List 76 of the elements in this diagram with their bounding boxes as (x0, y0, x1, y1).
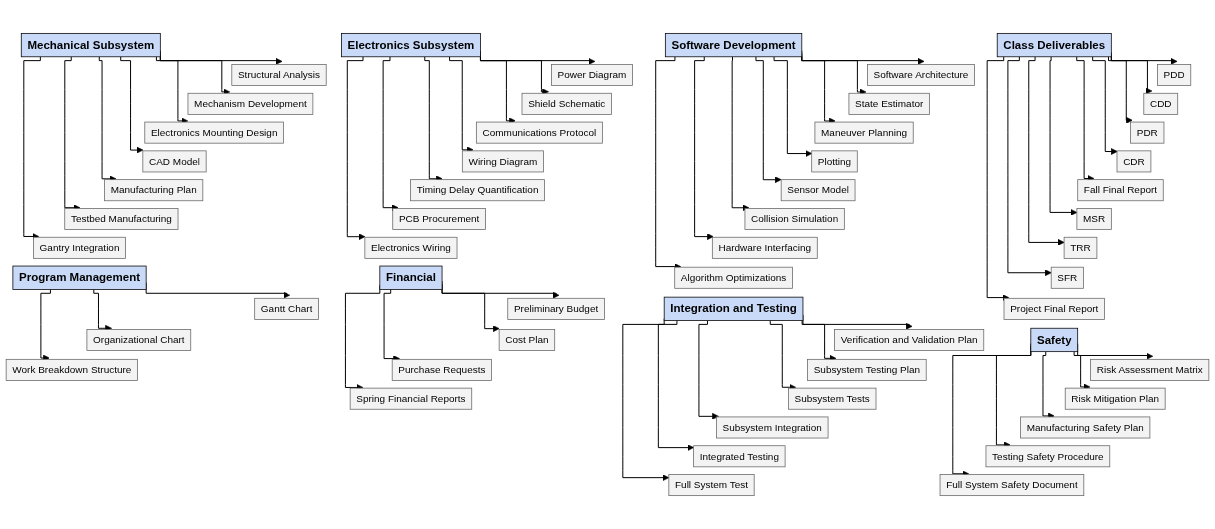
node-box: PCB Procurement (392, 208, 486, 230)
arrow (755, 56, 782, 184)
node-box: TRR (1063, 236, 1098, 259)
node-box: Communications Protocol (475, 121, 603, 144)
node-box: Testing Safety Procedure (985, 445, 1111, 468)
arrow (1108, 56, 1133, 124)
node-box: Software Architecture (867, 64, 975, 86)
arrow (1007, 56, 1052, 277)
arrow (1092, 56, 1118, 155)
arrow (1028, 56, 1065, 246)
node-box: Safety (1030, 327, 1079, 353)
node-box: Subsystem Integration (716, 416, 829, 439)
node-box: Manufacturing Safety Plan (1020, 416, 1151, 439)
node-box: Spring Financial Reports (349, 387, 473, 410)
node-box: Plotting (811, 150, 858, 173)
node-box: CDR (1116, 150, 1152, 173)
node-box: Collision Simulation (744, 208, 845, 230)
node-box: Mechanism Development (187, 92, 314, 115)
node-box: PDR (1130, 121, 1165, 144)
node-box: Cost Plan (498, 329, 556, 351)
node-box: Preliminary Budget (507, 297, 605, 320)
node-box: Hardware Interfacing (711, 236, 818, 259)
node-box: Algorithm Optimizations (674, 266, 793, 289)
node-box: Full System Test (668, 474, 755, 496)
node-box: State Estimator (848, 92, 930, 115)
arrow (769, 320, 796, 391)
node-box: Maneuver Planning (814, 121, 914, 144)
arrow (657, 320, 694, 451)
arrow (120, 56, 144, 154)
arrow (773, 56, 813, 157)
node-box: Wiring Diagram (461, 150, 544, 173)
node-box: Mechanical Subsystem (20, 33, 161, 58)
node-box: PDD (1157, 64, 1192, 86)
node-box: Program Management (12, 265, 147, 290)
arrow (23, 56, 41, 240)
node-box: Subsystem Testing Plan (807, 358, 927, 381)
arrow (655, 56, 682, 270)
node-box: Structural Analysis (231, 64, 327, 86)
node-box: Manufacturing Plan (104, 179, 204, 202)
node-box: Electronics Mounting Design (144, 121, 284, 144)
node-box: Organizational Chart (86, 329, 192, 351)
arrow (694, 56, 714, 240)
arrow (622, 318, 670, 482)
arrow (346, 56, 366, 241)
node-box: Sensor Model (780, 179, 856, 202)
node-box: Electronics Subsystem (341, 33, 481, 58)
arrow (1049, 56, 1078, 216)
node-box: CAD Model (142, 150, 207, 173)
node-box: Gantry Integration (33, 236, 126, 259)
node-box: CDD (1143, 92, 1179, 115)
node-box: Risk Assessment Matrix (1090, 358, 1210, 381)
node-box: Project Final Report (1003, 297, 1105, 320)
node-box: Class Deliverables (996, 33, 1112, 58)
node-box: SFR (1050, 266, 1084, 289)
node-box: Power Diagram (551, 64, 633, 86)
node-box: Verification and Validation Plan (834, 329, 985, 351)
node-box: Shield Schematic (521, 92, 612, 115)
node-box: Testbed Manufacturing (64, 208, 179, 230)
node-box: Gantt Chart (254, 297, 319, 320)
arrow (383, 288, 400, 362)
node-box: Subsystem Tests (788, 387, 877, 410)
node-box: Work Breakdown Structure (5, 358, 138, 381)
node-box: Software Development (664, 33, 803, 58)
arrow (698, 320, 719, 420)
node-box: Electronics Wiring (364, 236, 458, 259)
arrow (986, 56, 1010, 301)
node-box: Fall Final Report (1077, 179, 1164, 202)
node-box: Full System Safety Document (939, 474, 1085, 496)
node-box: Financial (379, 265, 443, 290)
arrow (731, 56, 750, 212)
node-box: Purchase Requests (391, 358, 492, 381)
node-box: Timing Delay Quantification (410, 179, 545, 202)
node-box: Integrated Testing (693, 445, 786, 468)
node-box: Integration and Testing (663, 296, 804, 321)
node-box: Risk Mitigation Plan (1064, 387, 1166, 410)
node-box: MSR (1076, 208, 1112, 230)
